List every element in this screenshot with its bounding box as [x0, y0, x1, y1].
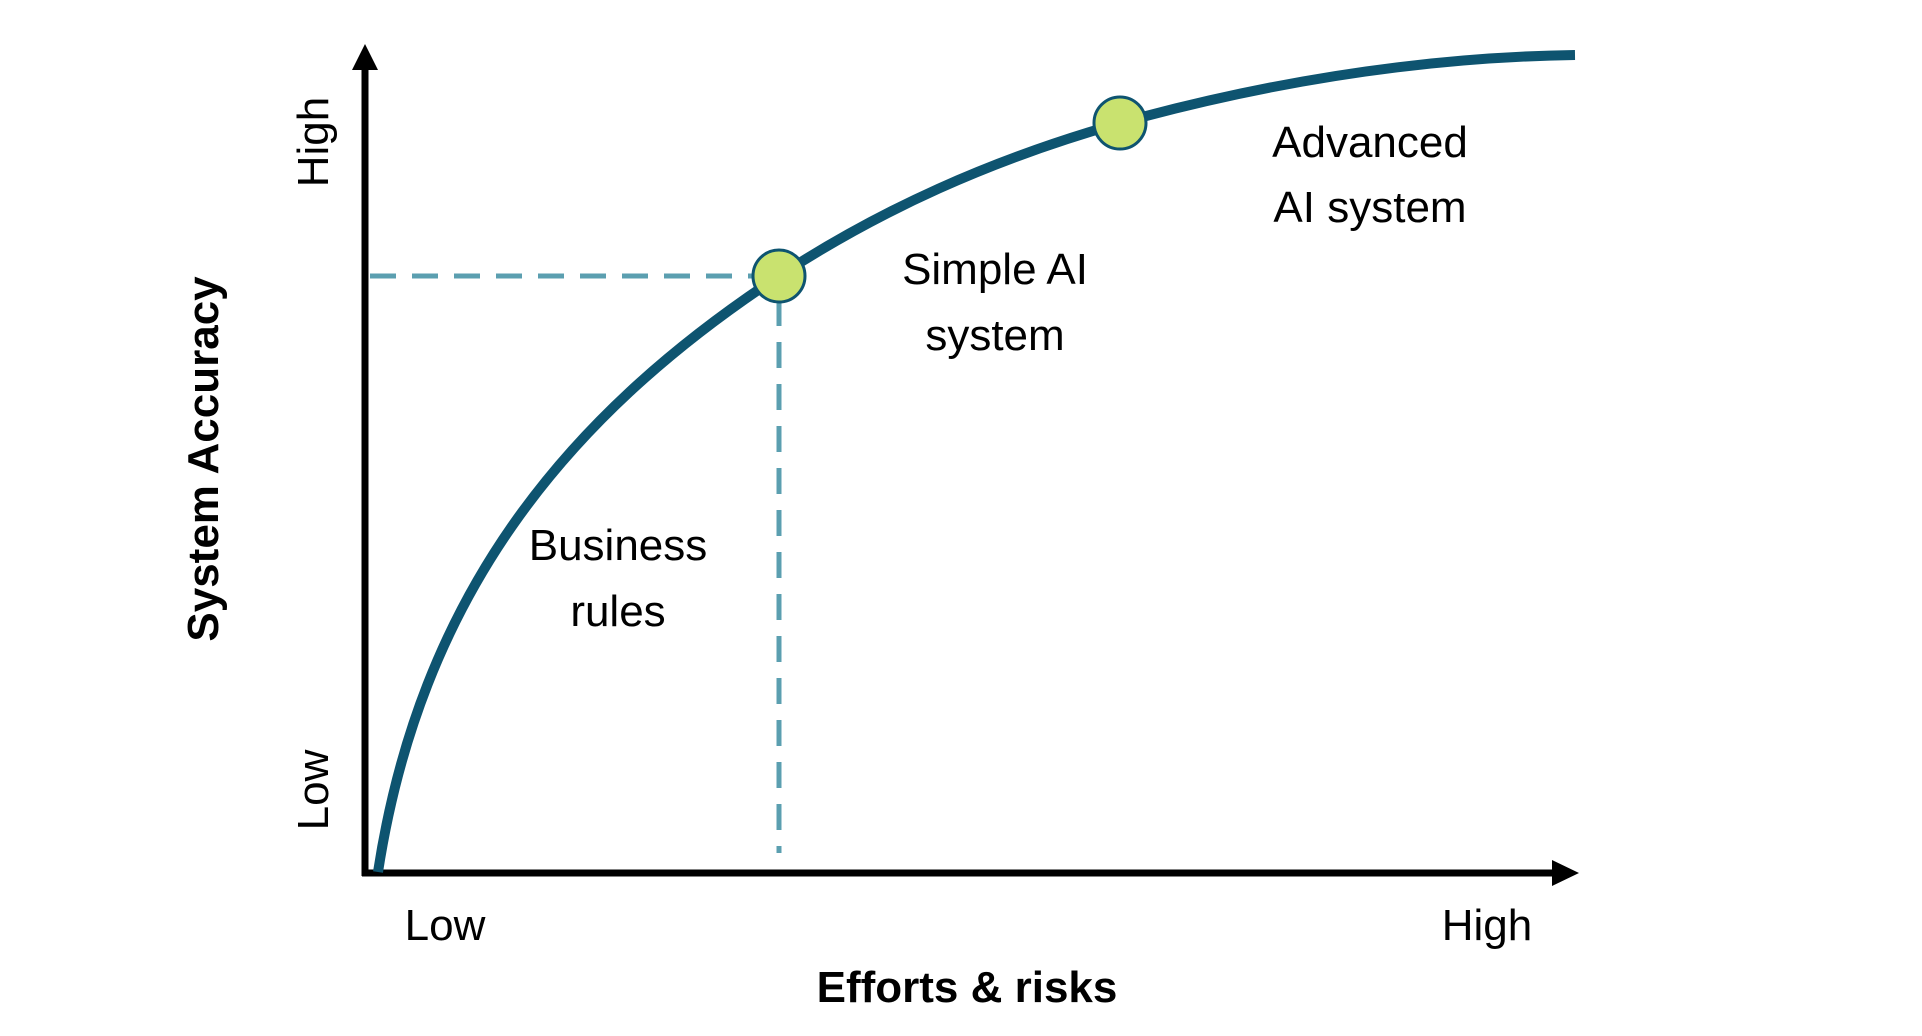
advanced-ai-marker [1092, 95, 1148, 151]
x-axis-high-label: High [1442, 901, 1533, 950]
advanced-ai-label-line1: Advanced [1272, 118, 1468, 167]
y-axis-high-label: High [289, 97, 338, 188]
y-axis-low-label: Low [289, 749, 338, 830]
business-rules-label-line1: Business [529, 521, 708, 570]
business-rules-label-line2: rules [570, 587, 665, 636]
accuracy-curve [373, 50, 1576, 873]
simple-ai-label-line2: system [925, 311, 1064, 360]
y-axis-arrow-icon [352, 44, 378, 70]
x-axis-title: Efforts & risks [817, 963, 1118, 1012]
simple-ai-marker [751, 248, 807, 304]
x-axis-arrow-icon [1552, 860, 1579, 886]
simple-ai-label-line1: Simple AI [902, 245, 1088, 294]
advanced-ai-label-line2: AI system [1273, 183, 1466, 232]
x-axis-low-label: Low [405, 901, 486, 950]
y-axis-title: System Accuracy [179, 276, 228, 642]
